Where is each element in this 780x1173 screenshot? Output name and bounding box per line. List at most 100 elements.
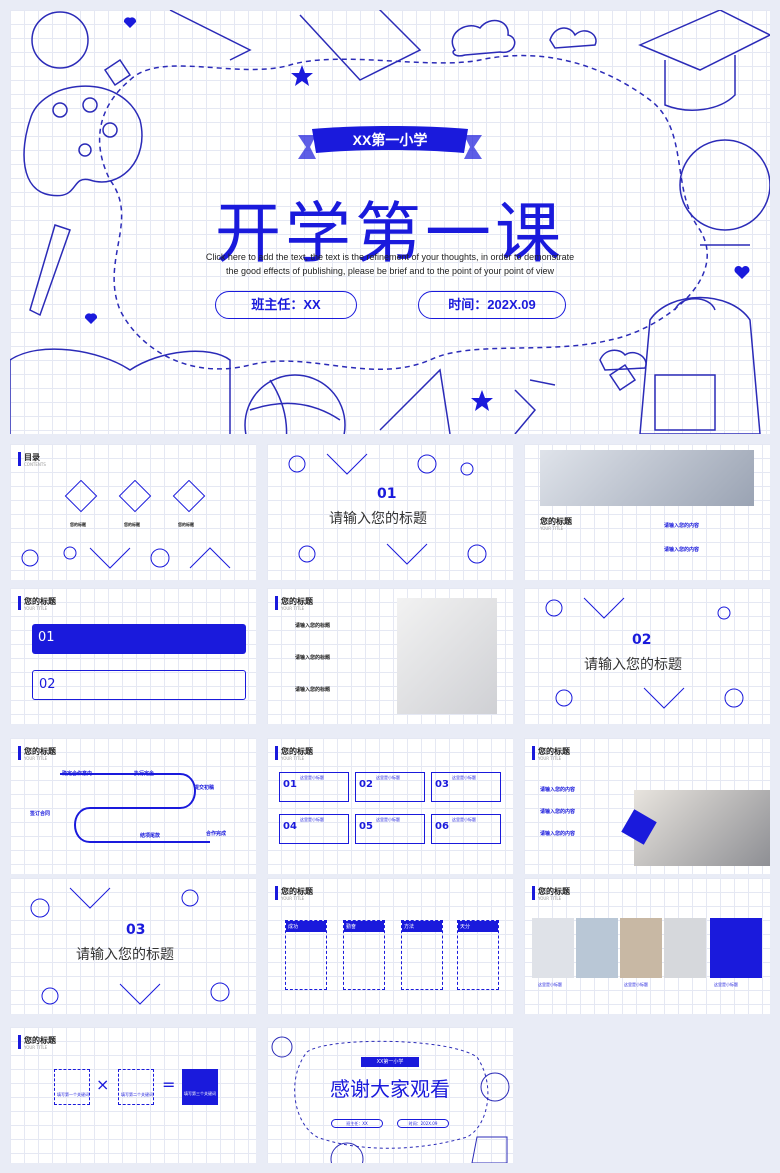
card-label: 勤奋 — [344, 921, 384, 932]
gallery-photo — [620, 918, 662, 978]
slide-thumb-numbered[interactable]: 您的标题 YOUR TITLE 01 02 — [10, 588, 256, 724]
flow-step-6: 合作完成 — [206, 831, 227, 837]
card: 成功 — [285, 920, 327, 990]
teacher-pill: 班主任：XX — [215, 291, 357, 319]
slide-thumb-thanks[interactable]: XX第一小学 感谢大家观看 班主任：XX 时间：202X.09 — [267, 1027, 513, 1163]
slide-thumb-section-02[interactable]: 02 请输入您的标题 — [524, 588, 770, 724]
thanks-title: 感谢大家观看 — [330, 1077, 450, 1101]
cell-title: 这里是小标题 — [300, 775, 324, 780]
writing-photo — [540, 450, 754, 506]
flow-step-4: 签订合同 — [30, 811, 51, 817]
title-accent — [18, 746, 21, 760]
thumb-subtitle: YOUR TITLE — [281, 896, 305, 901]
cell-title: 这里是小标题 — [376, 775, 400, 780]
school-doodles — [10, 10, 770, 434]
thumb-title: 您的标题 — [281, 747, 313, 756]
thumb-title: 目录 — [24, 453, 40, 462]
keyword-box-2: 填写第二个关键词 — [118, 1069, 154, 1105]
thumb-subtitle: YOUR TITLE — [24, 606, 48, 611]
slide-thumb-section-01[interactable]: 01 请输入您的标题 — [267, 444, 513, 580]
keyword-1: 填写第一个关键词 — [57, 1092, 89, 1097]
thumb-title: 您的标题 — [540, 517, 572, 526]
keyword-box-3: 填写第三个关键词 — [182, 1069, 218, 1105]
slide-thumb-toc[interactable]: 目录 CONTENTS 您的标题 您的标题 您的标题 — [10, 444, 256, 580]
step-1: 请输入您的标题 — [295, 623, 331, 629]
card: 勤奋 — [343, 920, 385, 990]
thumb-title: 您的标题 — [24, 747, 56, 756]
title-accent — [532, 886, 535, 900]
cell-number: 03 — [435, 779, 449, 790]
section-number: 02 — [632, 632, 652, 648]
time-pill: 时间：202X.09 — [418, 291, 566, 319]
card-label: 成功 — [286, 921, 326, 932]
thumb-subtitle: YOUR TITLE — [281, 756, 305, 761]
gallery-caption: 这里是小标题 — [714, 982, 738, 987]
cell-title: 这里是小标题 — [300, 817, 324, 822]
slide-thumb-flow[interactable]: 您的标题 YOUR TITLE 确定合作意向 执行定金 提交初稿 签订合同 结项… — [10, 738, 256, 874]
school-ribbon: XX第一小学 — [361, 1057, 419, 1067]
content-item-b: 请输入您的内容 — [664, 547, 700, 553]
thumb-subtitle: YOUR TITLE — [538, 896, 562, 901]
numbered-block-1: 01 — [32, 624, 246, 654]
info-panel — [710, 918, 762, 978]
slide-thumb-photo[interactable]: 您的标题 YOUR TITLE 请输入您的内容 请输入您的内容 — [524, 444, 770, 580]
flow-step-3: 提交初稿 — [194, 785, 215, 791]
keyword-3: 填写第三个关键词 — [184, 1091, 216, 1096]
slide-thumb-steps[interactable]: 您的标题 YOUR TITLE 请输入您的标题 请输入您的标题 请输入您的标题 — [267, 588, 513, 724]
thumb-title: 您的标题 — [538, 887, 570, 896]
teacher-pill: 班主任：XX — [331, 1119, 383, 1128]
equals-symbol: = — [162, 1075, 176, 1094]
slide-thumb-list-photo[interactable]: 您的标题 YOUR TITLE 请输入您的内容 请输入您的内容 请输入您的内容 — [524, 738, 770, 874]
title-accent — [18, 452, 21, 466]
times-symbol: × — [96, 1075, 110, 1094]
numbered-block-2: 02 — [32, 670, 246, 700]
gallery-caption: 这里是小标题 — [538, 982, 562, 987]
science-doodles — [30, 887, 230, 1005]
keyword-2: 填写第二个关键词 — [121, 1092, 153, 1097]
toc-item-3: 您的标题 — [178, 522, 194, 527]
number-02: 02 — [39, 677, 56, 692]
cover-slide: XX第一小学 开学第一课 Click here to add the text,… — [10, 10, 770, 434]
slide-thumb-gallery[interactable]: 您的标题 YOUR TITLE 这里是小标题 这里是小标题 这里是小标题 — [524, 878, 770, 1014]
cell-number: 01 — [283, 779, 297, 790]
flow-step-5: 结项尾款 — [140, 833, 161, 839]
toc-item-2: 您的标题 — [124, 522, 140, 527]
cell-number: 02 — [359, 779, 373, 790]
cell-number: 06 — [435, 821, 449, 832]
flow-step-1: 确定合作意向 — [62, 771, 93, 777]
thumb-title: 您的标题 — [24, 1036, 56, 1045]
content-item-a: 请输入您的内容 — [664, 523, 700, 529]
title-accent — [275, 886, 278, 900]
thumb-title: 您的标题 — [281, 887, 313, 896]
slide-thumb-section-03[interactable]: 03 请输入您的标题 — [10, 878, 256, 1014]
card: 方法 — [401, 920, 443, 990]
toc-diamonds — [64, 480, 206, 513]
section-number: 01 — [377, 486, 397, 502]
thumb-subtitle: YOUR TITLE — [538, 756, 562, 761]
science-doodles — [288, 453, 487, 565]
subtitle-line-2: the good effects of publishing, please b… — [225, 266, 555, 276]
step-2: 请输入您的标题 — [295, 655, 331, 661]
slide-thumb-equation[interactable]: 您的标题 YOUR TITLE 填写第一个关键词 × 填写第二个关键词 = 填写… — [10, 1027, 256, 1163]
title-accent — [18, 596, 21, 610]
step-3: 请输入您的标题 — [295, 687, 331, 693]
toc-item-1: 您的标题 — [70, 522, 86, 527]
gallery-caption: 这里是小标题 — [624, 982, 648, 987]
list-item: 请输入您的内容 — [540, 809, 576, 815]
card-label: 方法 — [402, 921, 442, 932]
gallery-photo — [664, 918, 706, 978]
cell-number: 04 — [283, 821, 297, 832]
cell-number: 05 — [359, 821, 373, 832]
number-01: 01 — [38, 630, 55, 645]
slide-thumb-cards[interactable]: 您的标题 YOUR TITLE 成功 勤奋 方法 天分 — [267, 878, 513, 1014]
list-item: 请输入您的内容 — [540, 831, 576, 837]
section-title: 请输入您的标题 — [329, 511, 427, 527]
title-accent — [18, 1035, 21, 1049]
thumb-subtitle: YOUR TITLE — [24, 756, 48, 761]
